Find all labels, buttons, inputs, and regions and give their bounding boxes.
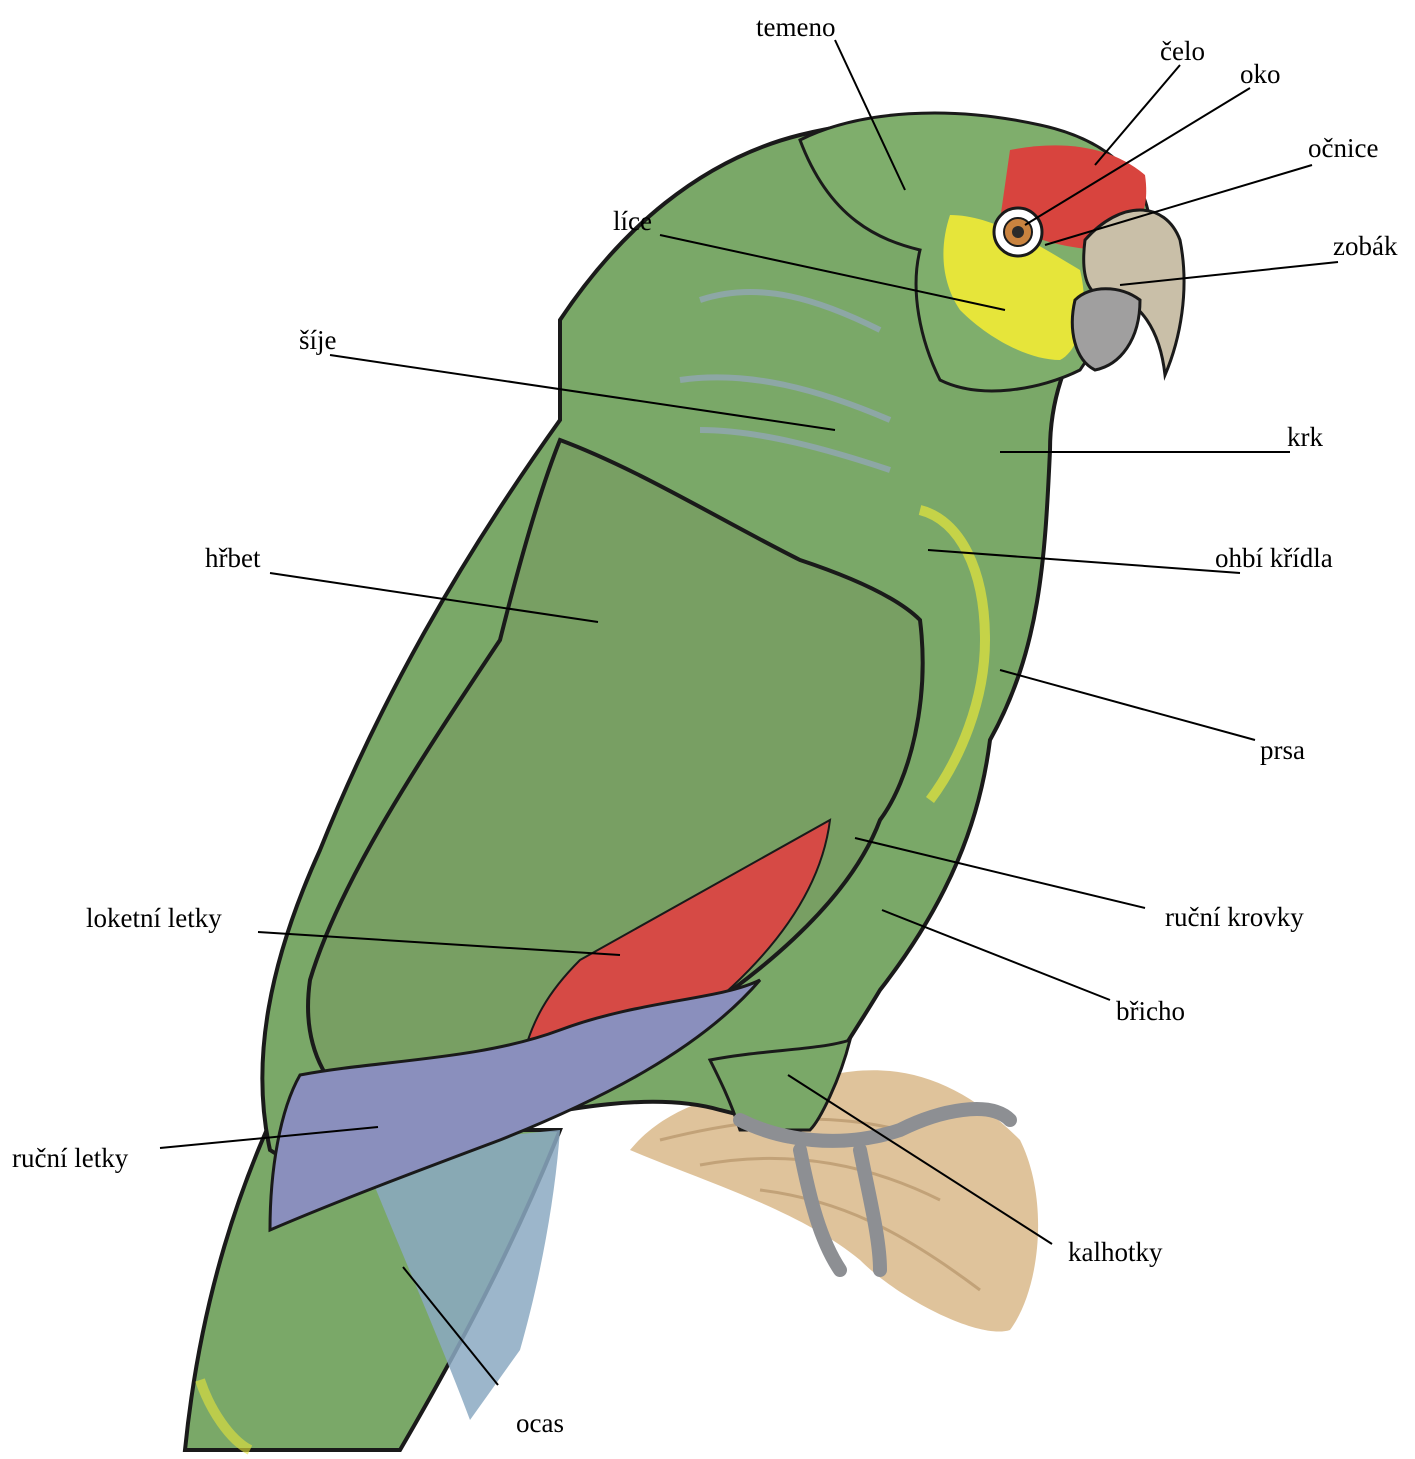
label-rucni-letky: ruční letky — [12, 1145, 128, 1172]
label-rucni-krovky: ruční krovky — [1165, 904, 1304, 931]
label-ocas: ocas — [516, 1410, 564, 1437]
leader-celo — [1095, 65, 1180, 165]
label-temeno: temeno — [756, 14, 835, 41]
label-ocnice: očnice — [1308, 135, 1378, 162]
label-sije: šíje — [299, 327, 337, 354]
label-ohbi-kridla: ohbí křídla — [1215, 545, 1333, 572]
label-lice: líce — [613, 208, 652, 235]
label-zobak: zobák — [1333, 233, 1397, 260]
label-loketni-letky: loketní letky — [86, 905, 222, 932]
label-krk: krk — [1287, 424, 1323, 451]
label-prsa: prsa — [1260, 737, 1305, 764]
label-celo: čelo — [1160, 38, 1205, 65]
label-kalhotky: kalhotky — [1068, 1239, 1163, 1266]
label-hrbet: hřbet — [205, 545, 260, 572]
leader-prsa — [1000, 670, 1255, 740]
leader-bricho — [882, 910, 1110, 1000]
label-bricho: břicho — [1116, 998, 1185, 1025]
label-oko: oko — [1240, 61, 1281, 88]
